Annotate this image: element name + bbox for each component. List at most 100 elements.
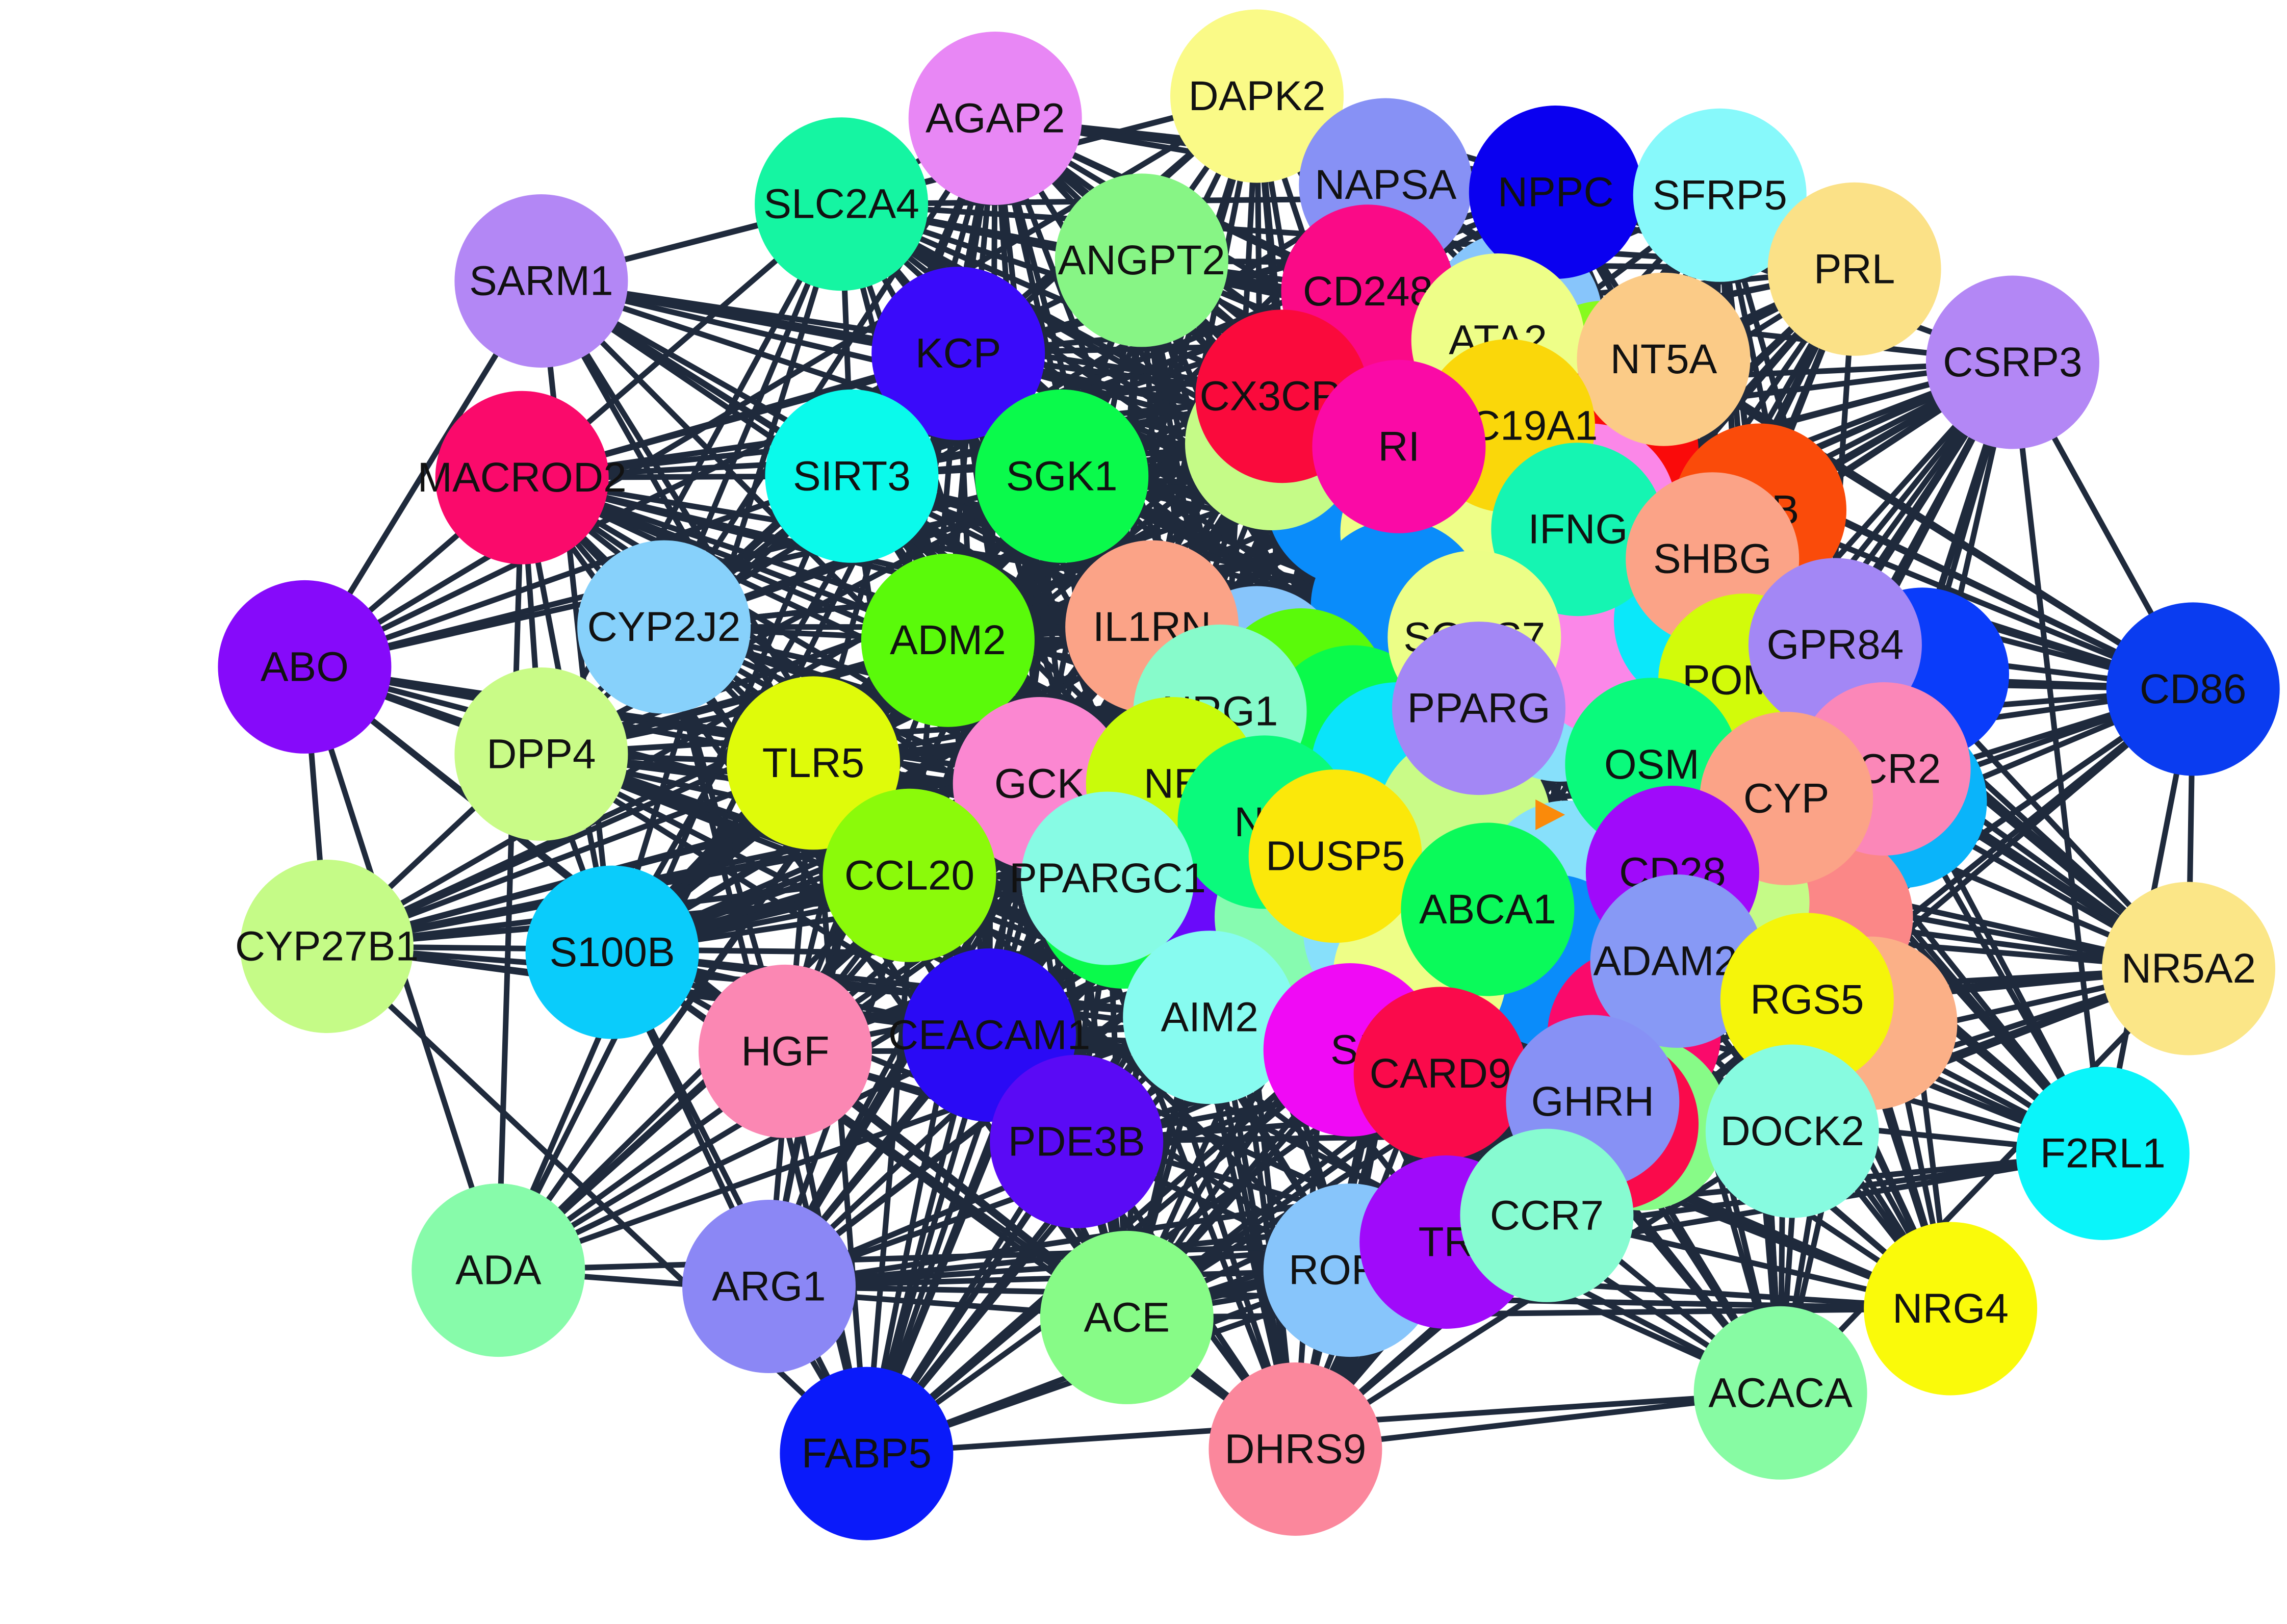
node-ifng[interactable]: IFNG <box>1491 443 1665 616</box>
node-aim2[interactable]: AIM2 <box>1123 931 1297 1104</box>
node-circle <box>525 865 699 1039</box>
node-csrp3[interactable]: CSRP3 <box>1925 275 2099 449</box>
node-hgf[interactable]: HGF <box>698 964 872 1138</box>
node-abca1[interactable]: ABCA1 <box>1401 822 1575 996</box>
node-label: ARG1 <box>712 1264 826 1310</box>
node-circle <box>765 389 939 563</box>
node-circle <box>2016 1067 2190 1240</box>
node-pde3b[interactable]: PDE3B <box>990 1054 1164 1228</box>
node-circle <box>1693 1306 1867 1480</box>
node-angpt2[interactable]: ANGPT2 <box>1055 173 1228 347</box>
node-label: RI <box>1378 423 1420 470</box>
node-label: ANGPT2 <box>1058 237 1225 283</box>
node-label: SLC2A4 <box>763 181 919 227</box>
edge-SGK1-DPP4 <box>538 473 1065 757</box>
node-cyp2j2[interactable]: CYP2J2 <box>577 540 751 714</box>
node-label: PPARG <box>1407 685 1551 732</box>
node-ccr7[interactable]: CCR7 <box>1460 1128 1634 1302</box>
node-dusp5[interactable]: DUSP5 <box>1248 769 1422 943</box>
node-ada[interactable]: ADA <box>412 1183 585 1357</box>
node-sirt3[interactable]: SIRT3 <box>765 389 939 563</box>
node-arg1[interactable]: ARG1 <box>682 1200 856 1373</box>
node-ri[interactable]: RI <box>1312 359 1486 533</box>
node-circle <box>435 391 609 564</box>
node-circle <box>1021 791 1195 965</box>
node-circle <box>990 1054 1164 1228</box>
node-abo[interactable]: ABO <box>218 580 392 754</box>
node-label: PRL <box>1814 246 1895 292</box>
node-circle <box>412 1183 585 1357</box>
node-nt5a[interactable]: NT5A <box>1577 272 1751 446</box>
node-agap2[interactable]: AGAP2 <box>908 32 1082 205</box>
node-label: ADM2 <box>890 617 1006 663</box>
node-circle <box>871 267 1045 441</box>
node-ccl20[interactable]: CCL20 <box>823 788 996 962</box>
node-circle <box>240 860 414 1033</box>
node-circle <box>1720 913 1894 1087</box>
edge-NT5A-CD86 <box>1661 356 2196 692</box>
node-circle <box>908 32 1082 205</box>
node-slc2a4[interactable]: SLC2A4 <box>755 117 929 291</box>
node-tlr5[interactable]: TLR5 <box>727 676 900 850</box>
node-f2rl1[interactable]: F2RL1 <box>2016 1067 2190 1240</box>
node-rgs5[interactable]: RGS5 <box>1720 913 1894 1087</box>
node-label: GCK <box>994 761 1085 807</box>
node-kcp[interactable]: KCP <box>871 267 1045 441</box>
node-label: CYP27B1 <box>235 923 419 970</box>
node-cd86[interactable]: CD86 <box>2106 602 2280 776</box>
node-label: CARD9 <box>1370 1050 1511 1097</box>
node-label: NT5A <box>1610 336 1717 382</box>
node-circle <box>1209 1362 1382 1536</box>
node-circle <box>1767 182 1941 356</box>
edge-ACE-NRG4 <box>1124 1306 1954 1321</box>
node-circle <box>2106 602 2280 776</box>
node-label: SIRT3 <box>793 453 911 499</box>
node-cyp27b1[interactable]: CYP27B1 <box>235 860 419 1033</box>
edge-NR5A2-ACACA <box>1778 966 2192 1396</box>
node-s100b[interactable]: S100B <box>525 865 699 1039</box>
edge-AIM2-FABP5 <box>863 1014 1213 1457</box>
node-label: NAPSA <box>1315 162 1456 208</box>
node-dhrs9[interactable]: DHRS9 <box>1209 1362 1382 1536</box>
node-label: SARM1 <box>469 258 613 304</box>
node-label: DUSP5 <box>1266 833 1405 880</box>
node-label: HGF <box>741 1028 829 1074</box>
node-card9[interactable]: CARD9 <box>1353 987 1527 1161</box>
node-circle <box>1469 106 1642 279</box>
node-label: ACE <box>1084 1294 1170 1341</box>
node-sgk1[interactable]: SGK1 <box>975 389 1149 563</box>
node-ace[interactable]: ACE <box>1040 1230 1214 1404</box>
node-adm2[interactable]: ADM2 <box>861 553 1035 727</box>
node-circle <box>1312 359 1486 533</box>
node-circle <box>1040 1230 1214 1404</box>
node-circle <box>2102 882 2275 1055</box>
node-nr5a2[interactable]: NR5A2 <box>2102 882 2275 1055</box>
node-dock2[interactable]: DOCK2 <box>1705 1044 1879 1218</box>
node-label: SFRP5 <box>1653 172 1787 218</box>
node-dapk2[interactable]: DAPK2 <box>1170 9 1344 183</box>
node-label: RGS5 <box>1750 976 1864 1023</box>
node-label: GHRH <box>1531 1078 1654 1125</box>
node-macrod2[interactable]: MACROD2 <box>418 391 627 564</box>
edge-CSRP3-F2RL1 <box>2010 359 2106 1156</box>
node-label: MACROD2 <box>418 454 627 501</box>
node-fabp5[interactable]: FABP5 <box>780 1367 954 1540</box>
node-label: KCP <box>915 330 1001 377</box>
node-circle <box>1392 622 1565 795</box>
node-pparg[interactable]: PPARG <box>1392 622 1565 795</box>
node-circle <box>1248 769 1422 943</box>
node-label: S100B <box>549 929 675 975</box>
node-label: CEACAM1 <box>888 1012 1090 1059</box>
node-dpp4[interactable]: DPP4 <box>454 667 628 841</box>
node-acaca[interactable]: ACACA <box>1693 1306 1867 1480</box>
node-nppc[interactable]: NPPC <box>1469 106 1642 279</box>
node-ppargc1[interactable]: PPARGC1 <box>1009 791 1206 965</box>
node-sarm1[interactable]: SARM1 <box>454 194 628 368</box>
node-sfrp5[interactable]: SFRP5 <box>1633 108 1807 282</box>
node-label: IFNG <box>1528 506 1628 553</box>
node-prl[interactable]: PRL <box>1767 182 1941 356</box>
node-circle <box>1401 822 1575 996</box>
node-nrg4[interactable]: NRG4 <box>1864 1222 2038 1396</box>
node-label: DOCK2 <box>1720 1108 1865 1154</box>
